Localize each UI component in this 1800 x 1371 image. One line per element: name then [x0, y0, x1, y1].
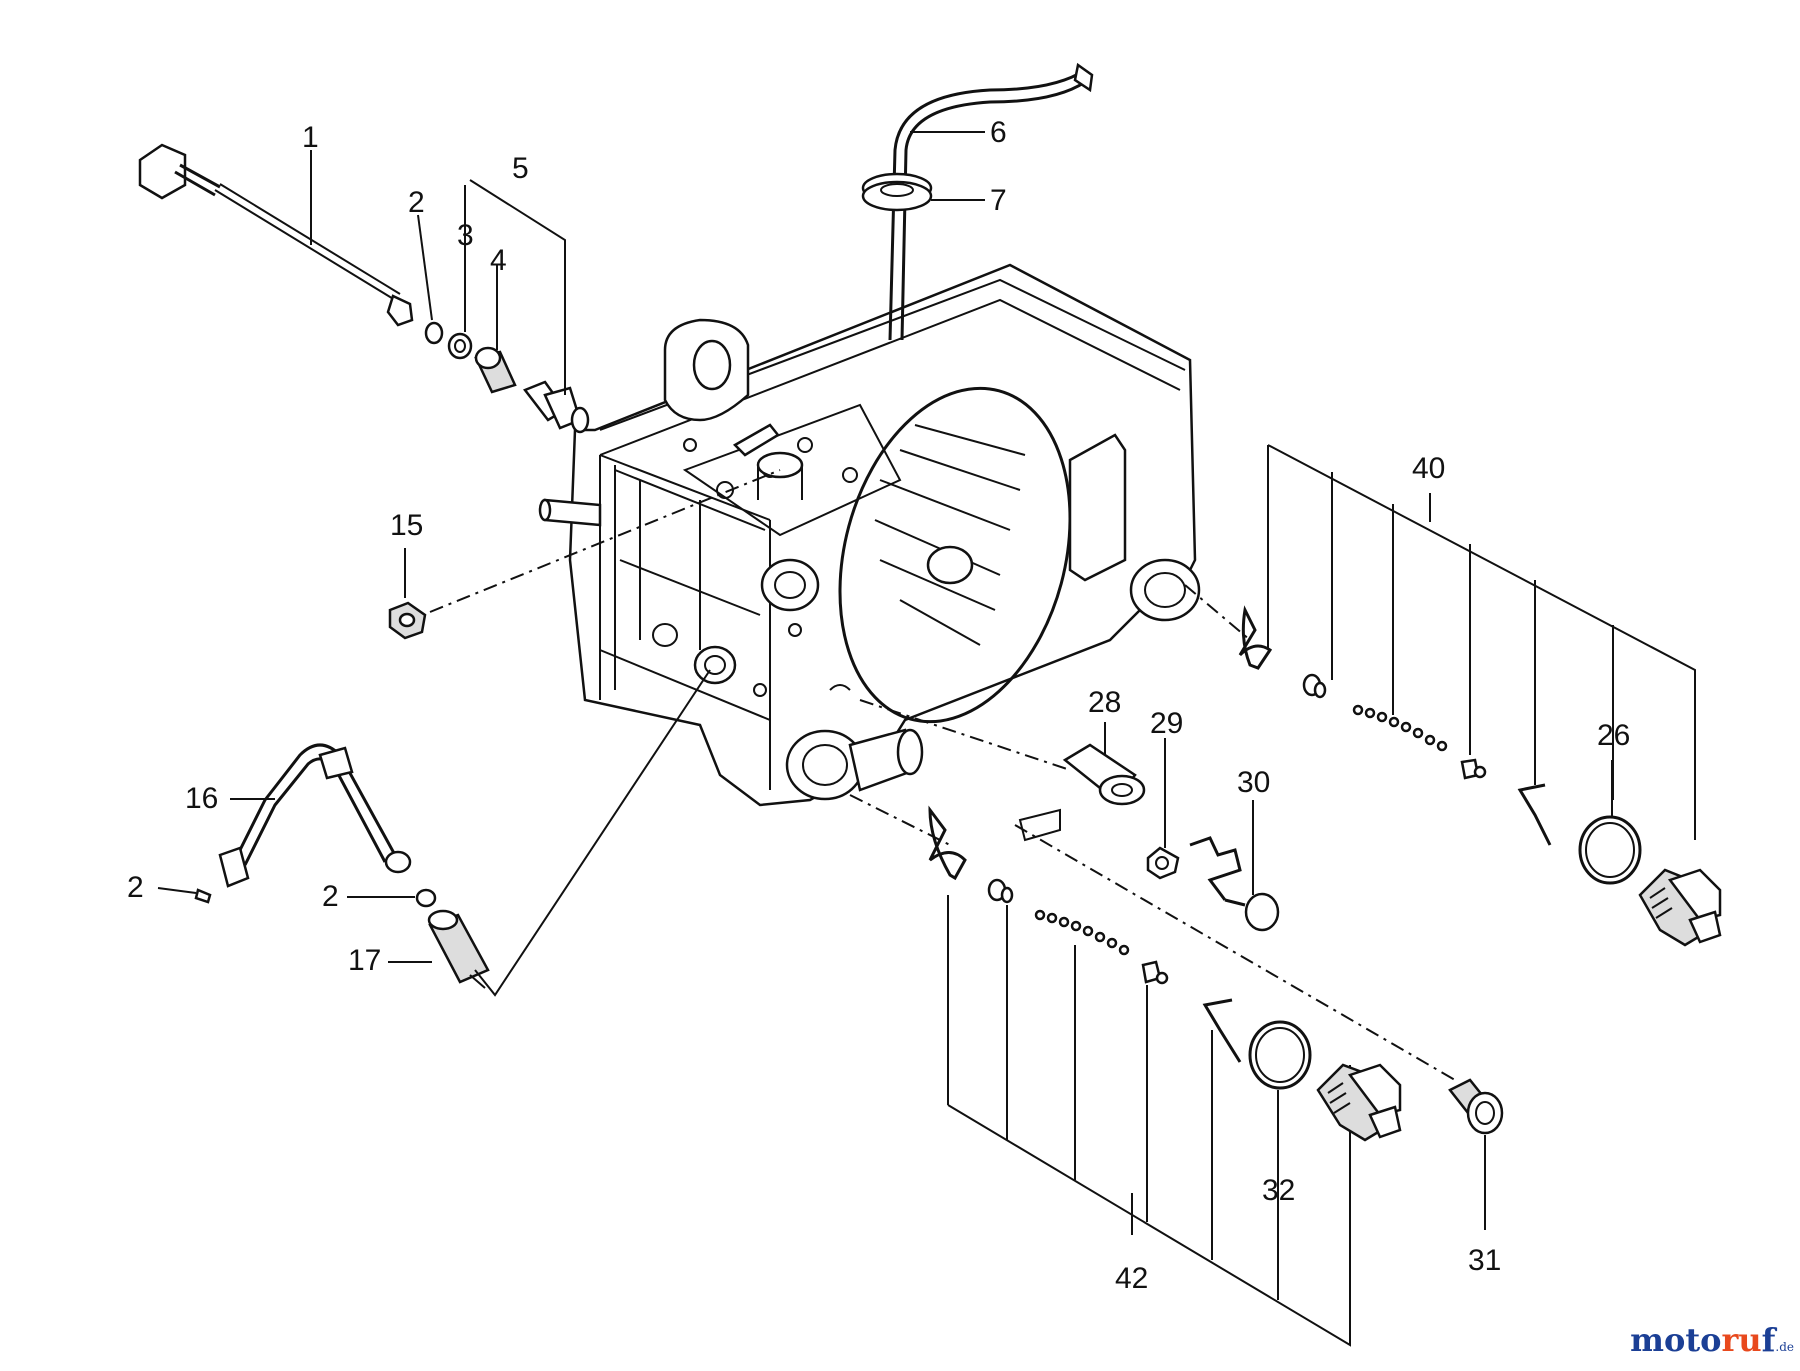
- tensioner-plug-lower: [1316, 1063, 1402, 1142]
- part-30-pin: [1189, 800, 1280, 932]
- part-29-spring: [1146, 738, 1180, 880]
- tensioner-plug-upper: [1638, 868, 1722, 947]
- part-31-adjusting-screw: [1448, 1078, 1504, 1230]
- label-part-29: 29: [1150, 707, 1183, 740]
- label-part-31: 31: [1468, 1244, 1501, 1277]
- label-part-42: 42: [1115, 1262, 1148, 1295]
- part-5-pump-plunger: [469, 179, 590, 434]
- watermark-ru: ru: [1721, 1321, 1762, 1359]
- part-42-tensioner-group: [849, 794, 1456, 1347]
- label-part-26: 26: [1597, 719, 1630, 752]
- part-15-nut: [388, 469, 781, 640]
- part-2-o-ring-left: [157, 887, 212, 904]
- label-part-5: 5: [512, 152, 529, 185]
- part-28-guide-sleeve: [859, 699, 1146, 806]
- label-part-32: 32: [1262, 1174, 1295, 1207]
- part-2-o-ring-upper: [417, 214, 444, 345]
- part-17-oil-filter: [388, 669, 711, 997]
- part-3-washer: [447, 185, 473, 360]
- part-32-o-ring: [1248, 1020, 1312, 1170]
- part-6-impulse-hose: [888, 62, 1094, 341]
- part-1-oil-feed-rod: [138, 143, 414, 327]
- crankcase-housing: [538, 263, 1201, 807]
- part-4-sleeve: [474, 265, 517, 394]
- motoruf-watermark: motoruf.de: [1630, 1321, 1794, 1359]
- label-part-16: 16: [185, 782, 218, 815]
- label-part-7: 7: [990, 184, 1007, 217]
- label-part-30: 30: [1237, 766, 1270, 799]
- part-26-o-ring: [1578, 760, 1642, 885]
- part-7-grommet: [861, 172, 985, 212]
- part-2-o-ring-middle: [347, 888, 437, 908]
- watermark-moto: moto: [1630, 1321, 1722, 1359]
- label-part-28: 28: [1088, 686, 1121, 719]
- label-part-3: 3: [457, 219, 474, 252]
- label-part-1: 1: [302, 121, 319, 154]
- label-part-40: 40: [1412, 452, 1445, 485]
- part-number-labels: 1 2 3 4 5 6 7 15 16 2 2 17 28 29 30 40 2…: [127, 116, 1630, 1295]
- part-40-tensioner-group: [1184, 444, 1696, 846]
- watermark-suffix: .de: [1775, 1340, 1794, 1354]
- watermark-f: f: [1761, 1321, 1776, 1359]
- label-part-2-left: 2: [127, 871, 144, 904]
- label-part-17: 17: [348, 944, 381, 977]
- label-part-2-upper: 2: [408, 186, 425, 219]
- label-part-15: 15: [390, 509, 423, 542]
- part-16-oil-line: [218, 743, 412, 888]
- label-part-2-middle: 2: [322, 880, 339, 913]
- label-part-4: 4: [490, 244, 507, 277]
- label-part-6: 6: [990, 116, 1007, 149]
